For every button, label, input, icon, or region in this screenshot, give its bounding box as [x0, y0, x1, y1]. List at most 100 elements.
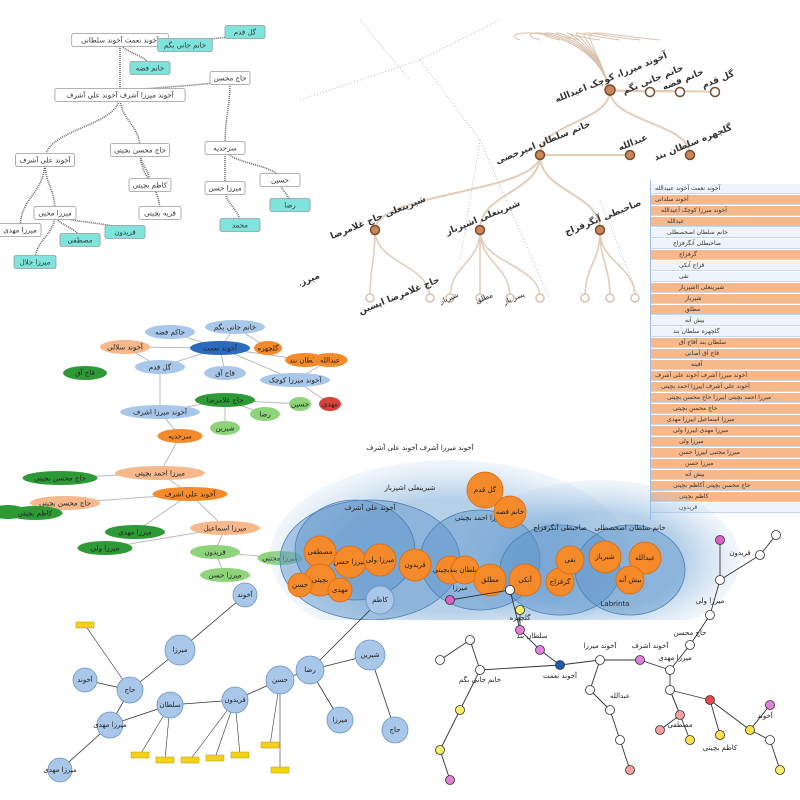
network-node	[771, 530, 781, 540]
table-cell: بیش آنه	[685, 471, 705, 478]
bubble-title: آخوند میرزا آشرف آخوند علی آشرف	[366, 443, 474, 452]
network-node	[515, 605, 525, 615]
network-node	[435, 655, 445, 665]
table-cell: میرزا اسماعیل اییرزا مهدی	[667, 416, 735, 423]
table-row: قزاج آنکی	[651, 261, 800, 271]
ellipse-node-e1	[205, 320, 265, 334]
tree-box-label: میرزا مهدی	[3, 227, 37, 235]
tree-box-a10	[128, 178, 172, 192]
brown-edge	[609, 89, 691, 156]
brown-leaf	[580, 293, 590, 303]
brown-leaf-edge	[584, 229, 601, 299]
bubble-group-label: میرزا احمد بچیتی	[455, 514, 505, 522]
table-cell: شیرینعلی ااشپزباز	[679, 284, 725, 291]
tree-box-a4	[129, 61, 171, 75]
ellipse-node-e26	[190, 545, 240, 559]
graph-node-label: میرزا مهدی	[93, 721, 127, 729]
table-row: حاج محسن بچیتی	[651, 404, 800, 414]
tree-edge	[139, 149, 151, 186]
table-cell: عبدالله	[667, 218, 685, 225]
graph-yellow-node	[155, 756, 175, 764]
network-label: آخوند	[757, 711, 774, 720]
ellipse-label: حاج محسن بچیتی	[34, 475, 86, 483]
network-edge	[439, 749, 451, 781]
tree-box-label: محمد	[232, 222, 248, 230]
network-label: میرزا مهدی	[658, 654, 692, 662]
graph-node	[96, 711, 124, 739]
ellipse-label: رضا	[259, 411, 270, 419]
ellipse-label: میرزا اسماعیل	[204, 525, 247, 533]
bubble-label: میرزا ولی	[366, 556, 395, 564]
brown-leaf-label: شیرباز	[438, 291, 460, 306]
network-edge	[709, 699, 721, 736]
tree-box-a12	[33, 206, 77, 220]
brown-leaf-label: پسر باز	[502, 290, 526, 306]
network-node	[745, 725, 755, 735]
network-edge	[769, 739, 781, 771]
network-edge	[469, 639, 481, 671]
network-node	[715, 730, 725, 740]
ellipse-label: آخوند سلالی	[107, 343, 144, 352]
faint-edge	[359, 19, 411, 81]
ellipse-label: آخوند میرزا کوچک	[269, 376, 323, 385]
network-node	[635, 655, 645, 665]
bubble-label: خانم فضه	[496, 508, 524, 516]
ellipse-label: قریدون	[204, 549, 225, 557]
graph-node-label: حسن	[272, 676, 288, 684]
table-row: آخوند سلدانی	[651, 195, 800, 205]
network-edge	[449, 589, 511, 601]
ellipse-node-e25	[77, 541, 133, 555]
brown-leaf-edge	[449, 229, 481, 299]
table-cell: میرزا ولی	[679, 438, 704, 445]
network-node	[665, 685, 675, 695]
bubble-node	[555, 545, 585, 575]
network-node	[765, 735, 775, 745]
network-node	[665, 665, 675, 675]
graph-node	[116, 676, 144, 704]
ellipse-label: کاظم بچیتی	[18, 510, 53, 518]
brown-edge	[479, 154, 541, 231]
faint-edge	[300, 59, 421, 101]
tree-box-label: حاج محسن	[213, 75, 246, 83]
ellipse-node-e10	[260, 373, 330, 387]
bubble-label: قریدون	[404, 561, 425, 569]
network-edge	[589, 659, 601, 691]
ellipse-node-e7	[135, 360, 185, 374]
network-edge	[719, 554, 761, 581]
network-node	[775, 765, 785, 775]
ellipse-label: سلطان بند	[289, 357, 320, 365]
table-row: گلچهره سلطان بند	[651, 327, 800, 337]
bubble-node	[628, 541, 662, 575]
bubble-node	[466, 471, 504, 509]
network-node	[595, 655, 605, 665]
ellipse-node-e20	[152, 487, 228, 501]
network-edge	[509, 589, 521, 631]
ellipse-node-e6	[100, 340, 150, 354]
tree-box-label: مصطفی	[68, 237, 93, 245]
brown-label: شیرینعلی حاج غلامرضا	[329, 194, 427, 241]
brown-leaf	[505, 293, 515, 303]
tree-box-a3	[54, 88, 186, 102]
graph-node	[232, 582, 258, 608]
ellipse-node	[63, 366, 107, 380]
ellipse-node-e21	[30, 496, 100, 510]
tree-box-label: کاظم بچیتی	[133, 182, 168, 190]
network-label: مصطفی	[668, 721, 693, 729]
table-row: مطلق	[651, 305, 800, 315]
network-node	[445, 775, 455, 785]
tree-box-label: قریدون	[114, 229, 135, 237]
faint-edge	[459, 139, 481, 261]
table-cell: قاج آق آصانی	[685, 350, 719, 357]
network-node	[765, 700, 775, 710]
tree-box-a9	[110, 143, 170, 157]
table-row: خانم سلطان اصحصطلی	[651, 228, 800, 238]
brown-tree-svg: میرزا مهدی اهمیرزا ولیآخوند میرزا، کوچک …	[300, 19, 737, 320]
ellipse-label: مهدی	[322, 401, 338, 409]
network-node	[675, 710, 685, 720]
graph-node	[365, 585, 395, 615]
network-node	[445, 595, 455, 605]
bubble-group-label: شیرینعلی اشپزباز	[384, 484, 436, 492]
tree-box-label: آخوند علی آشرف	[19, 156, 71, 165]
